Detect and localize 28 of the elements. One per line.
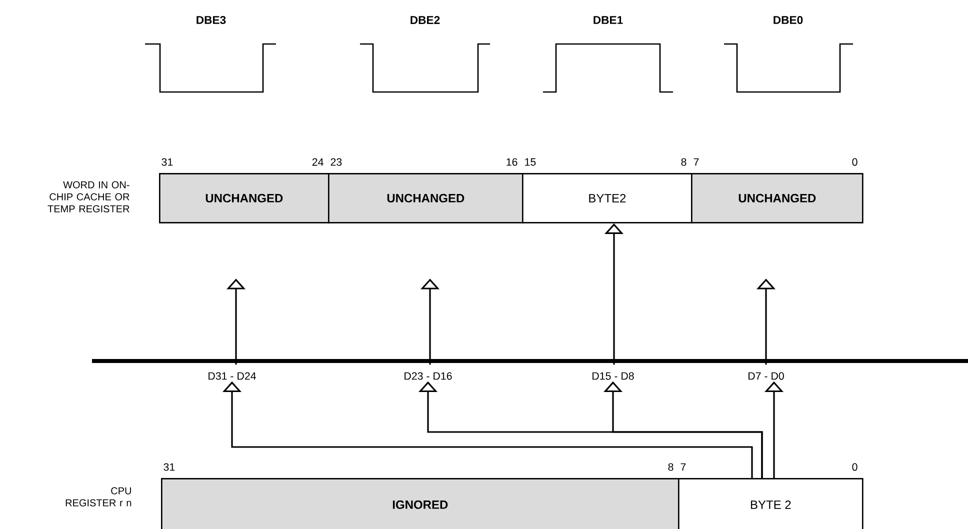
signal-label: DBE1 xyxy=(594,16,623,24)
register-field: IGNORED xyxy=(161,478,680,529)
bit-number: 7 xyxy=(680,463,686,471)
register-field: BYTE2 xyxy=(522,173,692,224)
bit-number: 16 xyxy=(506,158,518,166)
register-field: UNCHANGED xyxy=(691,173,864,224)
data-lane-label: D23 - D16 xyxy=(404,372,452,380)
bit-number: 0 xyxy=(852,158,858,166)
register-field: BYTE 2 xyxy=(678,478,864,529)
data-lane-label: D31 - D24 xyxy=(208,372,256,380)
register-label: CPU REGISTER r n xyxy=(66,487,132,506)
register-field: UNCHANGED xyxy=(328,173,524,224)
signal-label: DBE0 xyxy=(774,16,803,24)
bit-number: 8 xyxy=(668,463,674,471)
data-lane-label: D15 - D8 xyxy=(592,372,634,380)
signal-label: DBE2 xyxy=(410,16,440,24)
bit-number: 31 xyxy=(164,463,175,471)
bit-number: 8 xyxy=(681,158,686,166)
bit-number: 0 xyxy=(852,463,858,471)
register-label: WORD IN ON-CHIP CACHE OR TEMP REGISTER xyxy=(48,181,130,212)
bit-number: 23 xyxy=(330,158,342,166)
bit-number: 7 xyxy=(694,158,699,166)
bit-number: 15 xyxy=(525,158,536,166)
bit-number: 31 xyxy=(162,158,173,166)
signal-label: DBE3 xyxy=(196,16,226,24)
register-field: UNCHANGED xyxy=(159,173,330,224)
bit-number: 24 xyxy=(312,158,324,166)
data-lane-label: D7 - D0 xyxy=(748,372,784,380)
